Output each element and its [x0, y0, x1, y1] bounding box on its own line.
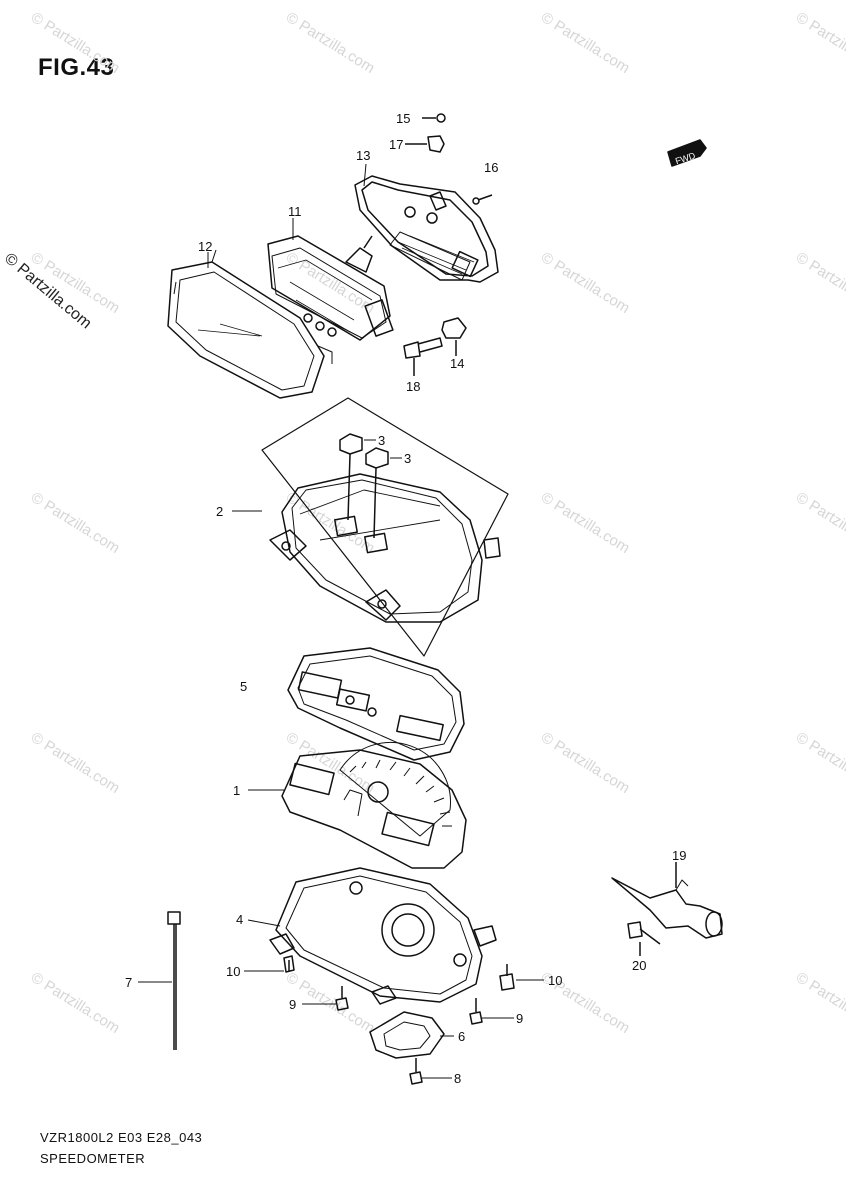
part-20-bolt — [627, 921, 661, 956]
callout-18: 18 — [406, 379, 420, 394]
part-10-screw-left — [283, 955, 295, 973]
part-19-sensor — [611, 862, 723, 939]
part-10-screw-right — [499, 964, 515, 991]
part-9-screw-left — [335, 986, 349, 1011]
background-watermark: © Partzilla.com — [538, 249, 633, 317]
callout-2: 2 — [216, 504, 223, 519]
part-9-screw-right — [469, 998, 483, 1025]
watermark-grid: © Partzilla.com © Partzilla.com © Partzill… — [28, 9, 846, 1037]
part-18-bolt — [403, 337, 443, 376]
callout-3: 3 — [378, 433, 385, 448]
callout-10: 10 — [226, 964, 240, 979]
callout-14: 14 — [450, 356, 464, 371]
front-arrow-icon: FWD — [667, 139, 707, 167]
background-watermark: © Partzilla.com — [28, 9, 123, 77]
part-3-nut-a — [339, 433, 363, 521]
background-watermark: © Partzilla.com — [28, 249, 123, 317]
background-watermark: © Partzilla.com — [793, 9, 846, 77]
callout-3: 3 — [404, 451, 411, 466]
background-watermark: © Partzilla.com — [538, 9, 633, 77]
part-13-rear-housing — [354, 175, 499, 283]
callout-19: 19 — [672, 848, 686, 863]
background-watermark: © Partzilla.com — [538, 729, 633, 797]
background-watermark: © Partzilla.com — [538, 489, 633, 557]
part-4-lower-case — [269, 867, 497, 1005]
part-14-grommet — [441, 317, 467, 356]
callout-7: 7 — [125, 975, 132, 990]
background-watermark: © Partzilla.com — [283, 969, 378, 1037]
background-watermark: © Partzilla.com — [28, 969, 123, 1037]
callout-5: 5 — [240, 679, 247, 694]
part-3-nut-b — [365, 447, 389, 539]
callout-11: 11 — [288, 204, 302, 219]
leader-lines — [138, 163, 544, 1079]
background-watermark: © Partzilla.com — [793, 969, 846, 1037]
background-watermark: © Partzilla.com — [283, 489, 378, 557]
callout-17: 17 — [389, 137, 403, 152]
part-7-tie-strap — [167, 911, 181, 1050]
part-5-gasket — [287, 647, 465, 761]
part-1-meter-assembly — [281, 741, 467, 869]
part-8-screw — [409, 1058, 423, 1085]
callout-6: 6 — [458, 1029, 465, 1044]
part-15-screw — [422, 113, 446, 123]
part-6-ring-gasket — [369, 1011, 445, 1059]
callout-13: 13 — [356, 148, 370, 163]
background-watermark: © Partzilla.com — [793, 489, 846, 557]
part-11-circuit-board — [267, 235, 394, 341]
model-code: VZR1800L2 E03 E28_043 — [40, 1130, 203, 1145]
background-watermark: © Partzilla.com — [283, 249, 378, 317]
callout-8: 8 — [454, 1071, 461, 1086]
callout-1: 1 — [233, 783, 240, 798]
callout-15: 15 — [396, 111, 410, 126]
figure-title: FIG.43 — [38, 54, 115, 81]
callout-10: 10 — [548, 973, 562, 988]
callout-4: 4 — [236, 912, 243, 927]
figure-caption: SPEEDOMETER — [40, 1151, 146, 1166]
background-watermark: © Partzilla.com — [28, 489, 123, 557]
background-watermark: © Partzilla.com — [28, 729, 123, 797]
callout-12: 12 — [198, 239, 212, 254]
callout-16: 16 — [484, 160, 498, 175]
part-2-group-box — [261, 397, 509, 657]
callout-9: 9 — [516, 1011, 523, 1026]
part-17-clip — [405, 135, 445, 153]
background-watermark: © Partzilla.com — [793, 729, 846, 797]
callout-20: 20 — [632, 958, 646, 973]
background-watermark: © Partzilla.com — [283, 9, 378, 77]
part-12-front-lens — [167, 249, 333, 399]
background-watermark: © Partzilla.com — [793, 249, 846, 317]
callout-9: 9 — [289, 997, 296, 1012]
